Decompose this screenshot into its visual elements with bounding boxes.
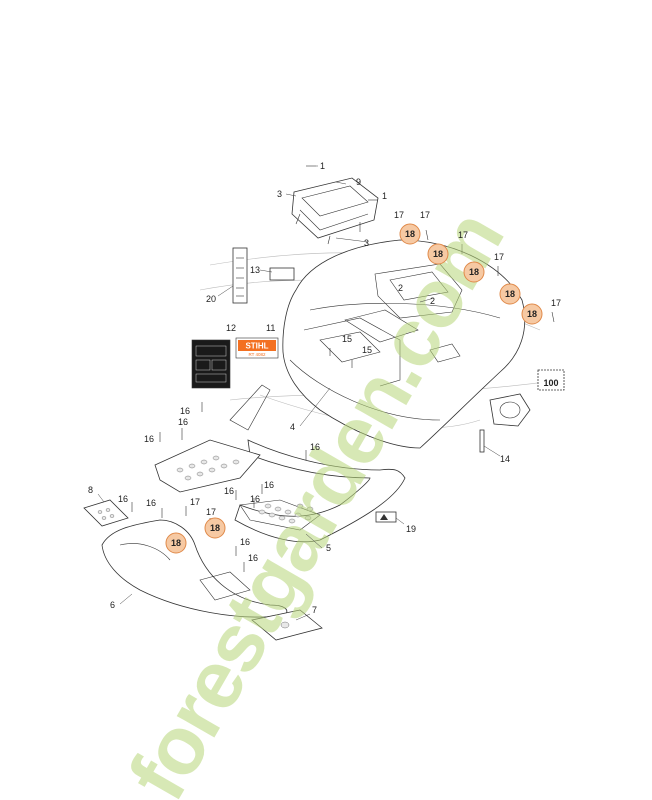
highlight-18-g[interactable]: 18 [165,532,187,554]
callout-15a: 15 [342,334,352,344]
part-left-footplate [154,384,271,493]
ref-box-100: 100 [537,369,565,391]
callout-17c: 17 [458,230,468,240]
part-ring [489,393,531,427]
highlight-18-b[interactable]: 18 [427,243,449,265]
callout-1a: 1 [320,161,325,171]
callout-16h: 16 [118,494,128,504]
callout-2b: 2 [430,296,435,306]
part-13-decal [269,267,295,281]
callout-17a: 17 [394,210,404,220]
part-9-top-panel [291,177,379,245]
callout-16b: 16 [178,417,188,427]
highlight-18-f[interactable]: 18 [204,517,226,539]
part-6-front-apron [101,519,288,618]
part-19-warning-decal [375,511,397,523]
callout-5: 5 [326,543,331,553]
left-footplate-holes [176,455,240,481]
callout-20: 20 [206,294,216,304]
ref-box-label: 100 [543,378,558,388]
callout-4: 4 [290,422,295,432]
callout-16d: 16 [310,442,320,452]
callout-1b: 1 [382,191,387,201]
callout-7: 7 [312,605,317,615]
part-11-brand-decal: STIHL RT 4082 [235,337,279,359]
brand-decal-name: STIHL [245,342,268,351]
callout-14: 14 [500,454,510,464]
callout-numbers: 1 9 3 1 3 17 17 17 17 17 2 2 13 20 12 11… [88,161,561,615]
callout-16e: 16 [224,486,234,496]
callout-17e: 17 [551,298,561,308]
callout-16c: 16 [144,434,154,444]
highlight-18-d[interactable]: 18 [499,283,521,305]
leader-lines [97,165,501,621]
part-5-floor-pan [234,439,406,543]
callout-13: 13 [250,265,260,275]
callout-16j: 16 [240,537,250,547]
svg-text:18: 18 [405,229,415,239]
callout-12: 12 [226,323,236,333]
callout-3a: 3 [277,189,282,199]
highlight-18-c[interactable]: 18 [463,261,485,283]
callout-16k: 16 [248,553,258,563]
callout-8: 8 [88,485,93,495]
callout-6: 6 [110,600,115,610]
callout-16f: 16 [264,480,274,490]
callout-9: 9 [356,177,361,187]
callout-17b: 17 [420,210,430,220]
floor-pan-holes [258,503,314,524]
callout-16i: 16 [146,498,156,508]
callout-19: 19 [406,524,416,534]
svg-text:18: 18 [469,267,479,277]
highlight-18-a[interactable]: 18 [399,223,421,245]
svg-text:18: 18 [527,309,537,319]
callout-17g: 17 [206,507,216,517]
part-8-plate [83,499,129,527]
callout-15b: 15 [362,345,372,355]
callout-11: 11 [266,323,275,333]
callout-16g: 16 [250,494,260,504]
callout-2a: 2 [398,283,403,293]
brand-decal-model: RT 4082 [248,352,266,357]
callout-16a: 16 [180,406,190,416]
part-14-rod [479,429,485,453]
callout-17f: 17 [190,497,200,507]
callout-3b: 3 [364,238,369,248]
part-12-instruction-decal [191,339,231,389]
part-4-hood [282,239,526,449]
highlight-18-e[interactable]: 18 [521,303,543,325]
svg-text:18: 18 [433,249,443,259]
highlighted-callouts: 18 18 18 18 18 18 18 [165,223,543,554]
svg-text:18: 18 [505,289,515,299]
callout-17d: 17 [494,252,504,262]
part-20-label-strip [232,247,248,304]
part-7-bottom-plate [251,609,323,641]
svg-text:18: 18 [210,523,220,533]
svg-text:18: 18 [171,538,181,548]
